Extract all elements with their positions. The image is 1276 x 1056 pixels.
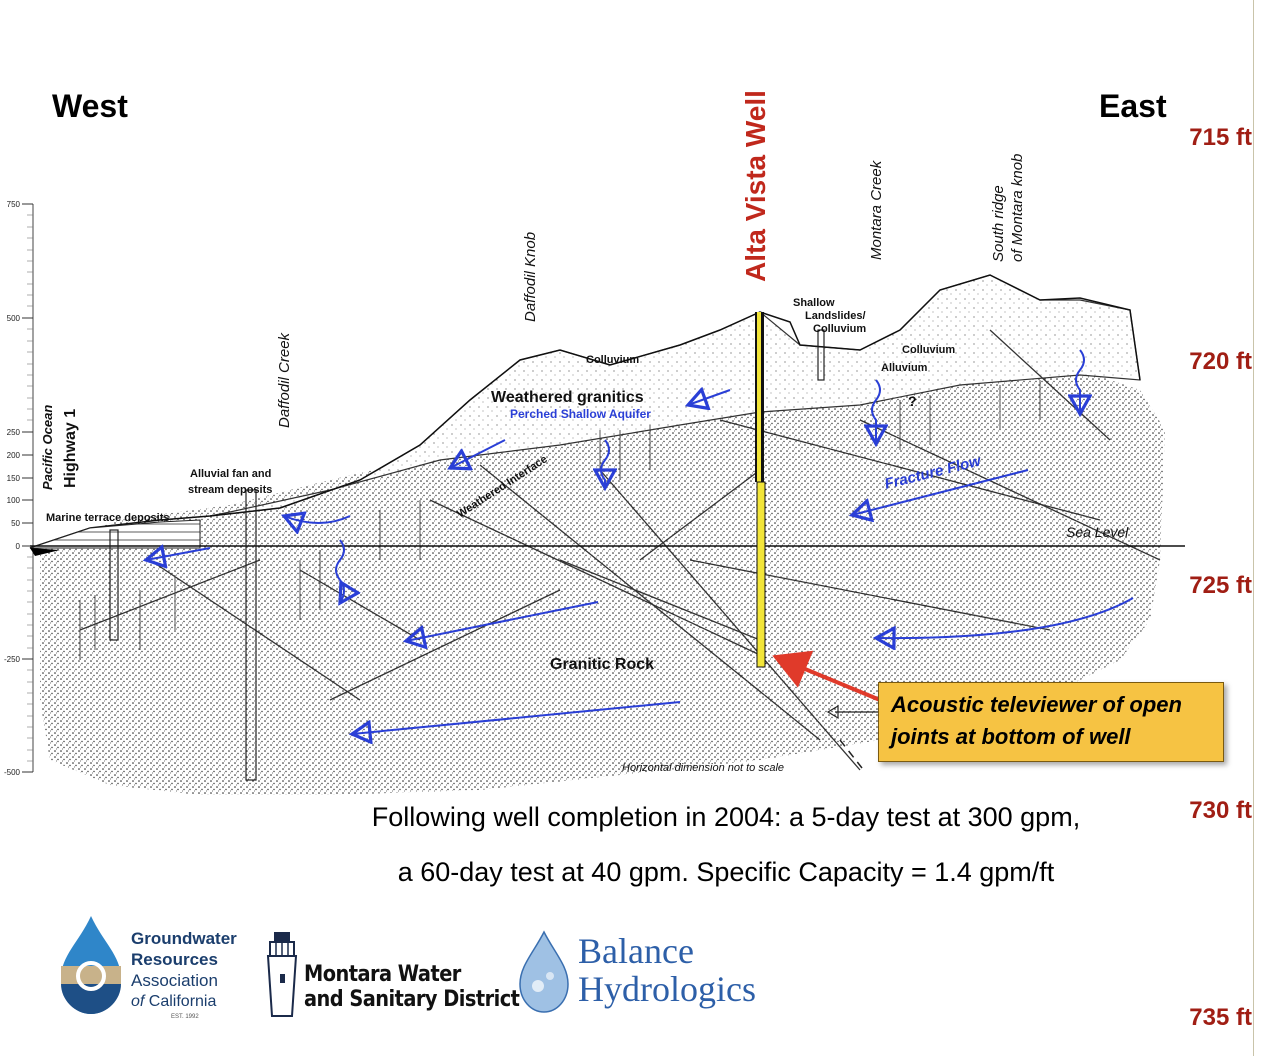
callout-line-2: joints at bottom of well [891, 724, 1131, 749]
shallow-landslides-label-1: Shallow [793, 297, 835, 309]
highway-label: Highway 1 [62, 409, 79, 488]
axis-tick-150: 150 [7, 474, 21, 483]
montara-line-2: and Sanitary District [304, 987, 520, 1012]
west-label: West [52, 88, 128, 124]
groundwater-flow-arrows [146, 349, 1134, 734]
axis-tick-750: 750 [7, 200, 21, 209]
caption-line-2: a 60-day test at 40 gpm. Specific Capaci… [397, 857, 1055, 887]
gra-line-1: Groundwater [131, 929, 237, 948]
shallow-landslides-label-3: Colluvium [813, 323, 866, 335]
well-open-hole [756, 481, 766, 668]
alluvial-fan-label-2: stream deposits [188, 484, 272, 496]
axis-tick-100: 100 [7, 496, 21, 505]
colluvium-right-label: Colluvium [902, 344, 955, 356]
gra-logo: Groundwater Resources Association of Cal… [55, 914, 255, 1024]
shallow-wells [109, 329, 825, 781]
caption-line-1: Following well completion in 2004: a 5-d… [371, 802, 1081, 832]
balance-line-1: Balance [578, 931, 694, 971]
alluvium-label: Alluvium [881, 362, 928, 374]
marine-terrace-label: Marine terrace deposits [46, 512, 170, 524]
televiewer-callout: Acoustic televiewer of open joints at bo… [878, 682, 1224, 762]
marine-terrace-unit [29, 519, 201, 549]
axis-tick-minus-500: -500 [4, 768, 21, 777]
depth-label-725: 725 ft [1189, 572, 1252, 599]
axis-tick-50: 50 [11, 519, 20, 528]
colluvium-left-label: Colluvium [586, 354, 639, 366]
montara-line-1: Montara Water [304, 962, 461, 987]
alluvial-fan-label-1: Alluvial fan and [190, 468, 271, 480]
east-label: East [1099, 88, 1167, 124]
depth-ruler [1253, 0, 1268, 1056]
shallow-landslides-label-2: Landslides/ [805, 310, 866, 322]
elevation-axis: 750 500 250 200 150 100 50 0 -250 -500 [4, 200, 34, 777]
perched-aquifer-label: Perched Shallow Aquifer [510, 407, 651, 421]
question-mark: ? [908, 393, 917, 409]
axis-tick-250: 250 [7, 428, 21, 437]
ground-surface [29, 274, 1141, 549]
montara-creek-label: Montara Creek [868, 159, 885, 260]
granitic-rock-label: Granitic Rock [550, 656, 654, 673]
axis-tick-0: 0 [16, 542, 21, 551]
south-ridge-label-2: of Montara knob [1009, 154, 1026, 262]
balance-hydrologics-logo: Balance Hydrologics [516, 928, 756, 1018]
depth-label-735: 735 ft [1189, 1004, 1252, 1031]
gra-drop-icon [61, 916, 121, 1014]
gra-est: EST. 1992 [171, 1014, 199, 1020]
depth-label-720: 720 ft [1189, 348, 1252, 375]
lighthouse-icon [266, 932, 298, 1017]
montara-logo: Montara Water and Sanitary District [262, 930, 520, 1020]
gra-line-4-prefix: of [131, 993, 145, 1010]
axis-tick-minus-250: -250 [4, 655, 21, 664]
pacific-ocean-label: Pacific Ocean [40, 405, 55, 490]
fracture-lines [79, 329, 1161, 771]
sea-level-label: Sea Level [1066, 524, 1129, 540]
callout-arrow [772, 650, 881, 702]
balance-line-2: Hydrologics [578, 969, 756, 1009]
axis-tick-500: 500 [7, 314, 21, 323]
daffodil-knob-label: Daffodil Knob [522, 232, 539, 322]
daffodil-creek-label: Daffodil Creek [276, 331, 293, 428]
depth-label-715: 715 ft [1189, 124, 1252, 151]
weathering-ticks [79, 380, 1041, 660]
callout-line-1: Acoustic televiewer of open [891, 692, 1182, 717]
south-ridge-label-1: South ridge [990, 185, 1007, 262]
gra-line-2: Resources [131, 950, 218, 969]
gra-line-3: Association [131, 971, 218, 990]
weathered-granitics-label: Weathered granitics [491, 389, 644, 406]
gra-line-4: California [148, 993, 217, 1010]
depth-label-730: 730 ft [1189, 797, 1252, 824]
axis-tick-200: 200 [7, 451, 21, 460]
geologic-cross-section: 750 500 250 200 150 100 50 0 -250 -500 [4, 90, 1185, 795]
alta-vista-well-label: Alta Vista Well [740, 90, 771, 282]
water-drop-icon [519, 930, 569, 1013]
scale-note-label: Horizontal dimension not to scale [622, 762, 784, 774]
